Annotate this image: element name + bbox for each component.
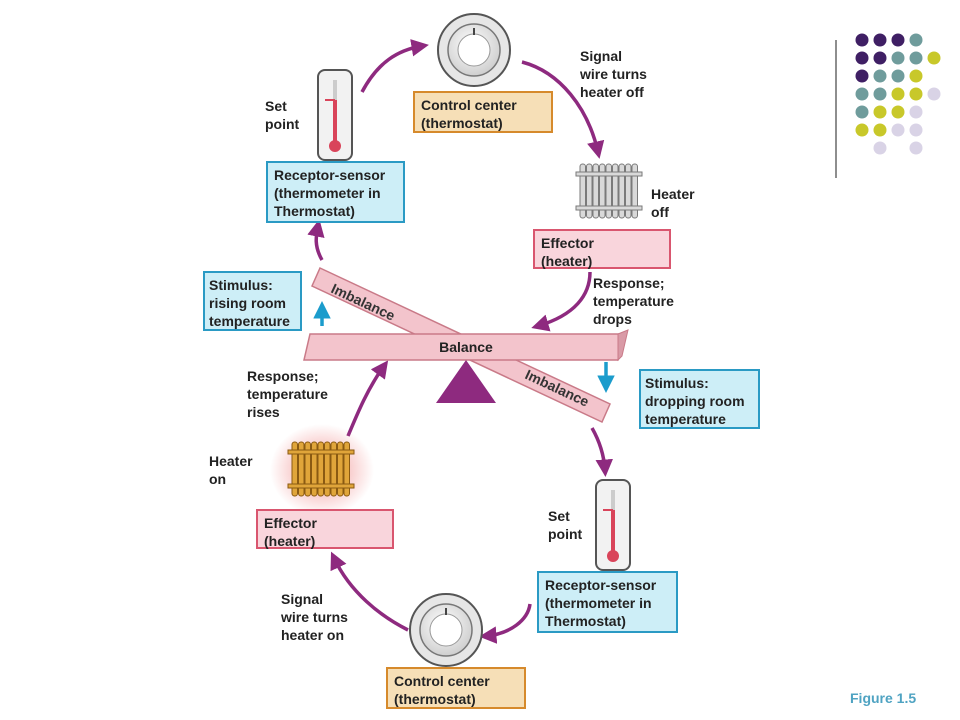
set-point-bottom-label: Set point (548, 508, 583, 542)
decorative-dot (909, 141, 923, 155)
signal-on-label: Signal wire turns heater on (281, 591, 348, 643)
heater-on-label: Heater on (209, 453, 253, 487)
decorative-dot-grid (855, 33, 941, 155)
decorative-dot (873, 51, 887, 65)
figure-caption: Figure 1.5 (850, 690, 917, 706)
decorative-dot (873, 33, 887, 47)
stimulus-dropping-box: Stimulus: dropping room temperature (639, 369, 760, 429)
thermometer-icon (595, 479, 631, 571)
decorative-dot (873, 105, 887, 119)
heater-off-label: Heater off (651, 186, 695, 220)
thermostat-icon (409, 593, 483, 667)
control-center-bottom: Control center (thermostat) (386, 667, 526, 709)
decorative-dot (855, 105, 869, 119)
arrow-control-to-heater-top (521, 60, 605, 159)
decorative-dot (909, 123, 923, 137)
signal-off-label: Signal wire turns heater off (580, 48, 647, 100)
level-beam-side (617, 329, 629, 362)
receptor-sensor-bottom: Receptor-sensor (thermometer in Thermost… (537, 571, 678, 633)
arrow-balance-to-receptor-bottom (590, 427, 613, 477)
arrow-heater-to-balance-bottom (346, 360, 389, 437)
decorative-dot (891, 123, 905, 137)
decorative-dot (909, 105, 923, 119)
response-rises-label: Response; temperature rises (247, 368, 328, 420)
arrow-balance-to-receptor-top (307, 219, 325, 261)
response-drops-label: Response; temperature drops (593, 275, 674, 327)
decorative-dot (855, 87, 869, 101)
decorative-dot (909, 33, 923, 47)
balance-label: Balance (439, 339, 493, 355)
decorative-dot (855, 51, 869, 65)
loop-arrows (307, 39, 613, 644)
decorative-dot (855, 33, 869, 47)
decorative-dot (855, 69, 869, 83)
decorative-dot (909, 69, 923, 83)
stimulus-rising-box: Stimulus: rising room temperature (203, 271, 302, 331)
arrow-effector-to-balance-top (531, 271, 592, 332)
heater-on-icon (287, 441, 355, 497)
decorative-dot (873, 141, 887, 155)
heater-off-icon (575, 163, 643, 219)
decorative-dot (891, 105, 905, 119)
decorative-dot (891, 87, 905, 101)
decorative-dot (909, 87, 923, 101)
effector-bottom: Effector (heater) (256, 509, 394, 549)
decorative-dot (873, 69, 887, 83)
fulcrum (436, 360, 496, 403)
decorative-dot (873, 87, 887, 101)
decorative-dot (927, 87, 941, 101)
decorative-dot (891, 51, 905, 65)
decorative-dot (909, 51, 923, 65)
thermostat-icon (437, 13, 511, 87)
decorative-dot (873, 123, 887, 137)
arrow-receptor-to-control-top (360, 39, 429, 93)
set-point-top-label: Set point (265, 98, 300, 132)
effector-top: Effector (heater) (533, 229, 671, 269)
balance-seesaw (303, 266, 629, 424)
control-center-top: Control center (thermostat) (413, 91, 553, 133)
decorative-dot (927, 51, 941, 65)
decorative-dot (891, 69, 905, 83)
decorative-dot (891, 33, 905, 47)
arrow-receptor-to-control-bottom (479, 603, 532, 644)
decorative-dot (855, 123, 869, 137)
thermometer-icon (317, 69, 353, 161)
receptor-sensor-top: Receptor-sensor (thermometer in Thermost… (266, 161, 405, 223)
arrow-control-to-effector-bottom (330, 551, 409, 632)
